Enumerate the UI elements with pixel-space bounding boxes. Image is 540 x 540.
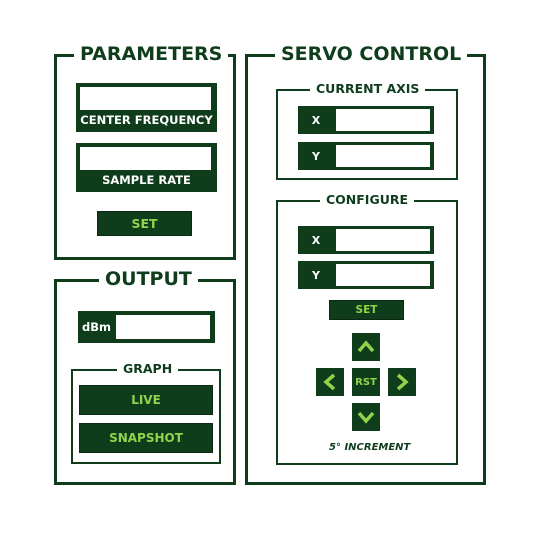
reset-button[interactable]: RST bbox=[352, 368, 380, 396]
up-button[interactable] bbox=[352, 333, 380, 361]
current-y-box: Y bbox=[298, 142, 434, 170]
chevron-down-icon bbox=[357, 411, 375, 424]
dbm-label: dBm bbox=[82, 320, 111, 334]
center-frequency-box: CENTER FREQUENCY bbox=[76, 83, 217, 132]
live-button[interactable]: LIVE bbox=[79, 385, 213, 415]
sample-rate-label: SAMPLE RATE bbox=[102, 173, 191, 187]
configure-y-label: Y bbox=[312, 268, 320, 282]
right-button[interactable] bbox=[388, 368, 416, 396]
configure-set-button[interactable]: SET bbox=[329, 300, 404, 320]
dbm-input[interactable] bbox=[116, 315, 210, 339]
snapshot-button[interactable]: SNAPSHOT bbox=[79, 423, 213, 453]
chevron-left-icon bbox=[323, 373, 336, 391]
current-y-input[interactable] bbox=[336, 145, 430, 167]
current-axis-group: CURRENT AXIS X Y bbox=[276, 82, 458, 180]
dbm-box: dBm bbox=[78, 311, 215, 343]
configure-x-label: X bbox=[311, 233, 321, 247]
chevron-right-icon bbox=[396, 373, 409, 391]
configure-x-box: X bbox=[298, 226, 434, 254]
parameters-panel: PARAMETERS CENTER FREQUENCY SAMPLE RATE … bbox=[54, 45, 236, 260]
output-panel: OUTPUT dBm GRAPH LIVE SNAPSHOT bbox=[54, 270, 236, 485]
servo-control-panel: SERVO CONTROL CURRENT AXIS X Y CONFIGURE… bbox=[245, 45, 486, 485]
output-title: OUTPUT bbox=[99, 270, 198, 289]
configure-x-input[interactable] bbox=[336, 229, 430, 251]
current-y-label: Y bbox=[312, 149, 320, 163]
increment-note: 5° INCREMENT bbox=[329, 442, 411, 453]
down-button[interactable] bbox=[352, 403, 380, 431]
graph-title: GRAPH bbox=[117, 362, 179, 376]
configure-y-input[interactable] bbox=[336, 264, 430, 286]
configure-title: CONFIGURE bbox=[320, 193, 415, 207]
parameters-title: PARAMETERS bbox=[74, 45, 229, 64]
left-button[interactable] bbox=[316, 368, 344, 396]
current-x-box: X bbox=[298, 106, 434, 134]
parameters-set-button[interactable]: SET bbox=[97, 211, 192, 236]
chevron-up-icon bbox=[357, 340, 375, 353]
configure-y-box: Y bbox=[298, 261, 434, 289]
configure-group: CONFIGURE X Y SET RST 5° INCREMENT bbox=[276, 193, 458, 465]
current-axis-title: CURRENT AXIS bbox=[310, 82, 426, 96]
graph-group: GRAPH LIVE SNAPSHOT bbox=[71, 362, 221, 464]
current-x-label: X bbox=[311, 113, 321, 127]
servo-control-title: SERVO CONTROL bbox=[275, 45, 468, 64]
center-frequency-input[interactable] bbox=[80, 87, 211, 110]
center-frequency-label: CENTER FREQUENCY bbox=[80, 113, 213, 127]
sample-rate-box: SAMPLE RATE bbox=[76, 143, 217, 192]
sample-rate-input[interactable] bbox=[80, 147, 211, 170]
current-x-input[interactable] bbox=[336, 109, 430, 131]
